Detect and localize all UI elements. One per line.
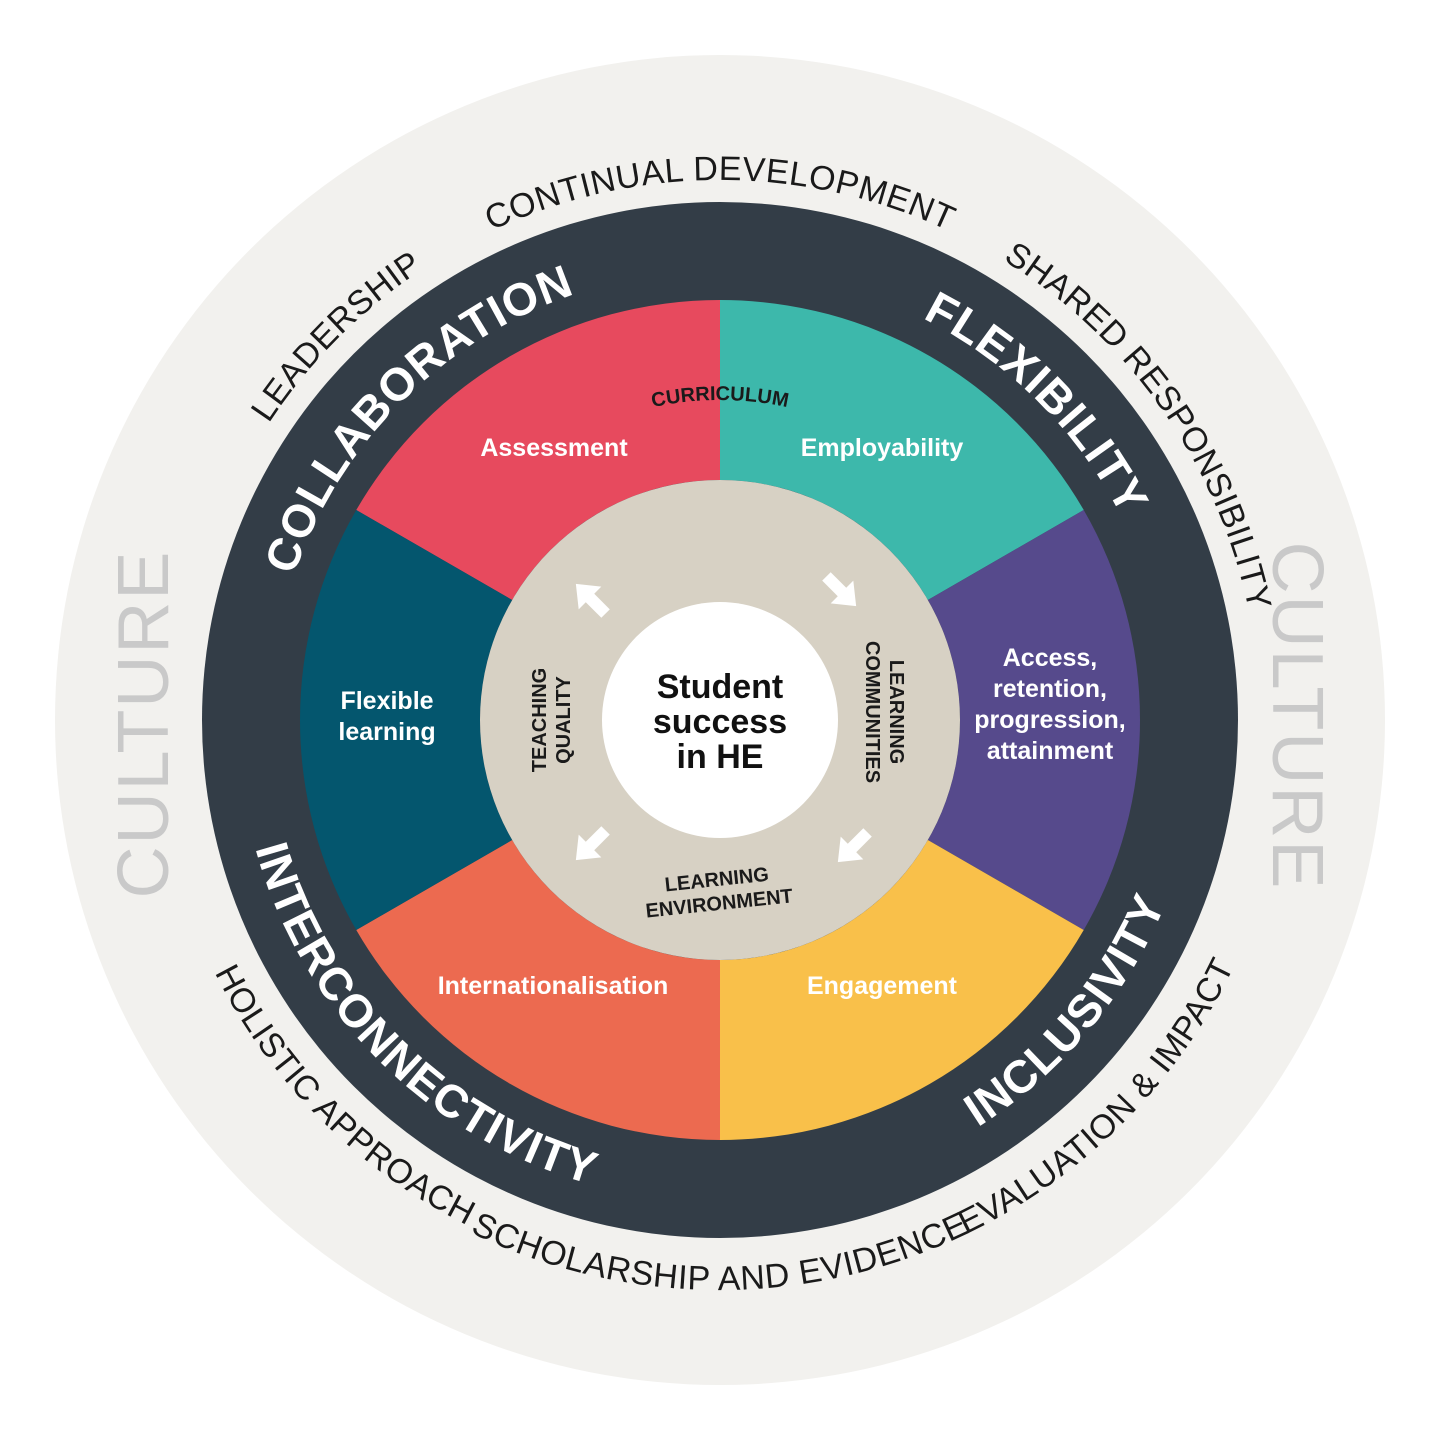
segment-label-internationalisation: Internationalisation (438, 972, 669, 1000)
teaching-quality-line-2: QUALITY (553, 675, 575, 763)
segments-group (299, 300, 1140, 1140)
segment-label-employability: Employability (801, 434, 964, 462)
learning-environment-label: LEARNING ENVIRONMENT (645, 864, 794, 923)
teaching-quality-label: TEACHING QUALITY (529, 668, 575, 772)
center-line-3: in HE (677, 738, 764, 776)
segment-engagement (720, 840, 1084, 1140)
arrow-bottom-right-icon (837, 828, 872, 863)
segment-employability (720, 300, 1084, 600)
arrow-top-right-icon (822, 572, 857, 607)
learning-communities-line-1: LEARNING (885, 660, 907, 764)
segment-label-access: retention, (993, 675, 1107, 703)
center-line-2: success (653, 703, 787, 741)
learning-communities-line-2: COMMUNITIES (861, 641, 883, 783)
segment-label-access: progression, (974, 706, 1125, 734)
culture-label-right: CULTURE (1257, 542, 1337, 891)
center-circle (602, 602, 838, 838)
learning-communities-label: LEARNING COMMUNITIES (861, 641, 907, 783)
segment-access (927, 510, 1140, 930)
segment-label-assessment: Assessment (480, 434, 628, 462)
teaching-quality-line-1: TEACHING (529, 668, 551, 772)
segment-label-flexible-learning: learning (338, 718, 435, 746)
culture-label-left: CULTURE (104, 550, 184, 899)
segment-assessment (356, 300, 720, 600)
cycle-arrows (575, 572, 872, 863)
segment-label-engagement: Engagement (807, 972, 958, 1000)
arrow-top-left-icon (575, 583, 610, 618)
segment-flexible-learning (299, 510, 513, 930)
center-line-1: Student (657, 668, 784, 706)
segment-label-access: Access, (1003, 644, 1098, 672)
arrow-bottom-left-icon (575, 826, 610, 861)
segment-label-access: attainment (987, 737, 1114, 765)
segment-internationalisation (356, 840, 720, 1140)
segment-label-flexible-learning: Flexible (340, 687, 433, 715)
